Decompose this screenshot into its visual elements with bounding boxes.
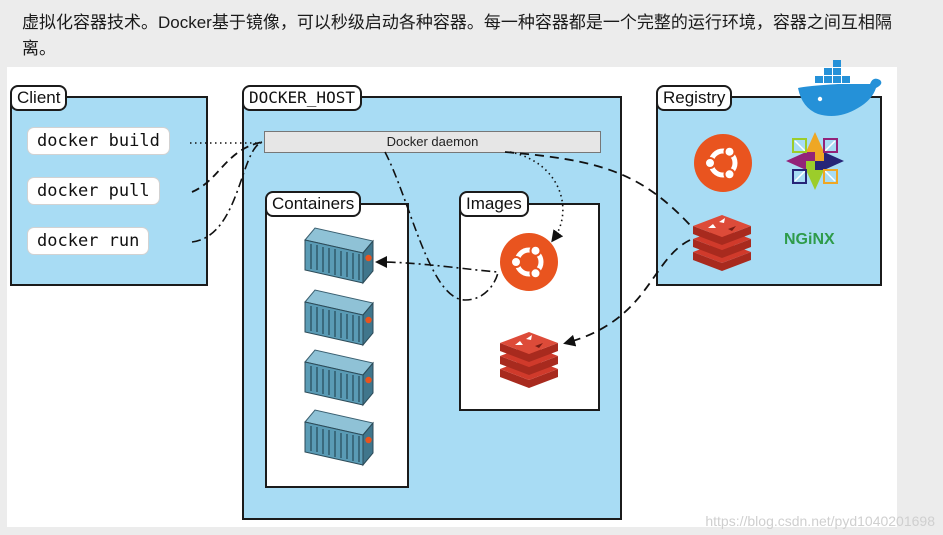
docker-daemon-bar: Docker daemon [264, 131, 601, 153]
pull-dashed-line [191, 141, 263, 193]
registry-title: Registry [656, 85, 733, 111]
daemon-to-container-dashdot-arrow [375, 151, 499, 301]
nginx-logo: NGiNX [784, 231, 835, 248]
docker-run-command: docker run [28, 228, 149, 254]
docker-whale-icon [798, 60, 882, 116]
intro-text: 虚拟化容器技术。Docker基于镜像，可以秒级启动各种容器。每一种容器都是一个完… [22, 13, 892, 58]
daemon-to-registry-dashed-line [504, 151, 691, 226]
client-title: Client [10, 85, 68, 111]
registry-ubuntu-icon [694, 134, 752, 192]
container-icon [304, 227, 374, 284]
watermark: https://blog.csdn.net/pyd1040201698 [705, 513, 935, 529]
centos-icon [786, 132, 844, 190]
images-title: Images [459, 191, 529, 217]
image-redis-icon [500, 332, 558, 388]
run-dashdot-line [191, 141, 263, 243]
registry-to-image-dashed-arrow [563, 239, 691, 347]
container-icon [304, 289, 374, 346]
docker-host-title: DOCKER_HOST [242, 85, 362, 111]
container-icon [304, 349, 374, 406]
docker-build-command: docker build [28, 128, 169, 154]
container-icon [304, 409, 374, 466]
daemon-to-image-dotted-arrow [509, 151, 564, 243]
docker-pull-command: docker pull [28, 178, 159, 204]
registry-redis-icon [693, 215, 751, 271]
containers-title: Containers [265, 191, 362, 217]
image-ubuntu-icon [500, 233, 558, 291]
